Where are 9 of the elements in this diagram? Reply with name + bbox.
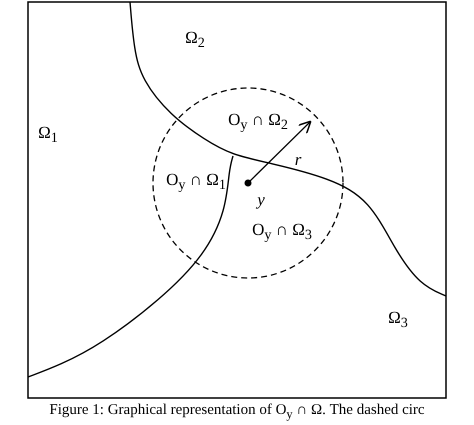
region-label: Ω$_{3}$ bbox=[388, 308, 408, 332]
region-label: Ω$_{2}$ bbox=[185, 28, 205, 52]
region-label: O$_{y}$ ∩ Ω$_{1}$ bbox=[166, 170, 226, 194]
point-label: y bbox=[257, 190, 265, 210]
radius-label: r bbox=[294, 150, 302, 170]
figure-caption: Figure 1: Graphical representation of O$_{y}$ ∩ Ω. The dashed circ bbox=[48, 402, 426, 422]
region-label: Ω$_{1}$ bbox=[38, 122, 58, 148]
region-label: O$_{y}$ ∩ Ω$_{2}$ bbox=[228, 110, 288, 134]
region-label: O$_{y}$ ∩ Ω$_{3}$ bbox=[252, 220, 312, 244]
